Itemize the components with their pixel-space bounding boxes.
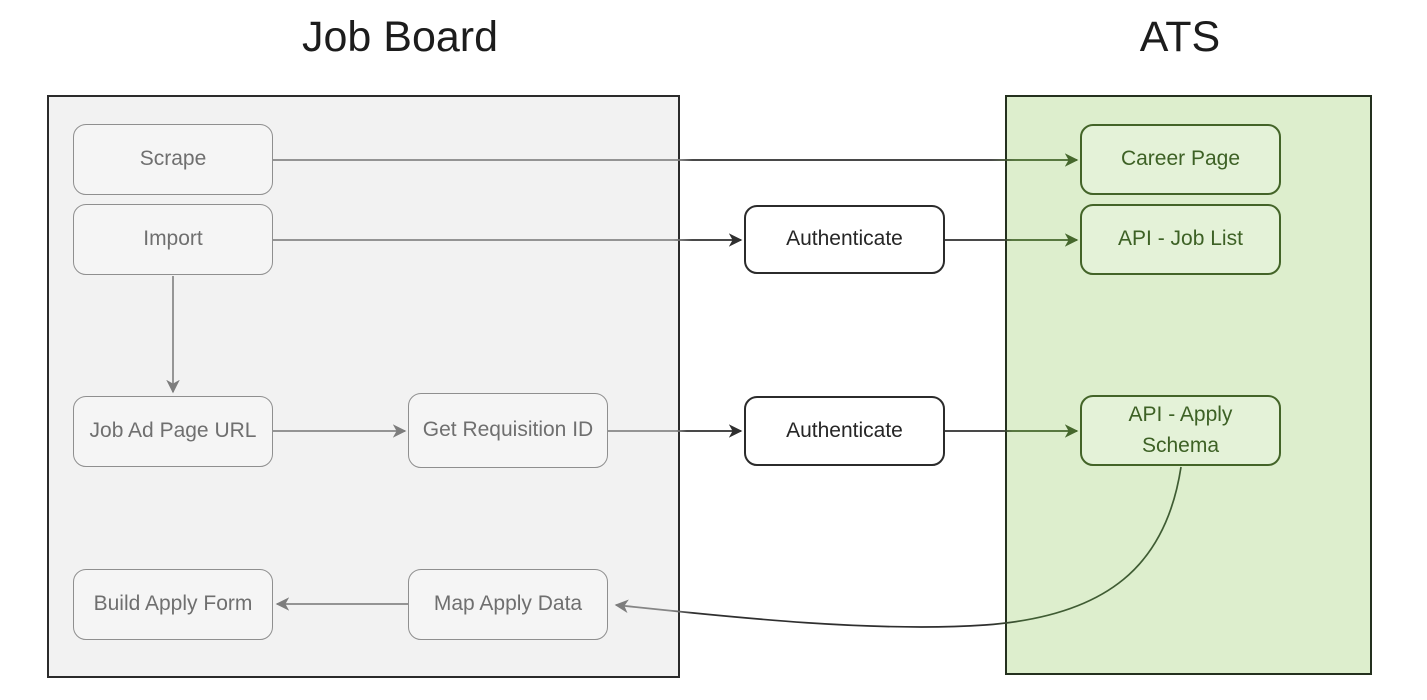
node-career-page-label: Career Page xyxy=(1120,147,1241,171)
node-import: Import xyxy=(73,204,273,275)
node-authenticate-bottom: Authenticate xyxy=(744,396,945,466)
node-scrape: Scrape xyxy=(73,124,273,195)
node-authenticate-top: Authenticate xyxy=(744,205,945,274)
node-job-ad-page-url-label: Job Ad Page URL xyxy=(89,419,257,443)
section-title-job-board: Job Board xyxy=(301,13,499,61)
node-job-ad-page-url: Job Ad Page URL xyxy=(73,396,273,467)
node-api-job-list: API - Job List xyxy=(1080,204,1281,275)
node-authenticate-top-label: Authenticate xyxy=(786,227,903,251)
node-api-job-list-label: API - Job List xyxy=(1118,227,1243,251)
node-map-apply-data: Map Apply Data xyxy=(408,569,608,640)
node-get-requisition-id-label: Get Requisition ID xyxy=(422,418,594,442)
node-get-requisition-id: Get Requisition ID xyxy=(408,393,608,468)
node-api-apply-schema-label: API - Apply Schema xyxy=(1128,403,1233,457)
node-import-label: Import xyxy=(143,227,203,251)
node-build-apply-form: Build Apply Form xyxy=(73,569,273,640)
node-api-apply-schema: API - Apply Schema xyxy=(1080,395,1281,466)
node-build-apply-form-label: Build Apply Form xyxy=(93,592,253,616)
node-map-apply-data-label: Map Apply Data xyxy=(433,592,583,616)
section-title-ats: ATS xyxy=(1139,13,1221,61)
node-scrape-label: Scrape xyxy=(139,147,207,171)
node-career-page: Career Page xyxy=(1080,124,1281,195)
node-authenticate-bottom-label: Authenticate xyxy=(786,418,903,442)
